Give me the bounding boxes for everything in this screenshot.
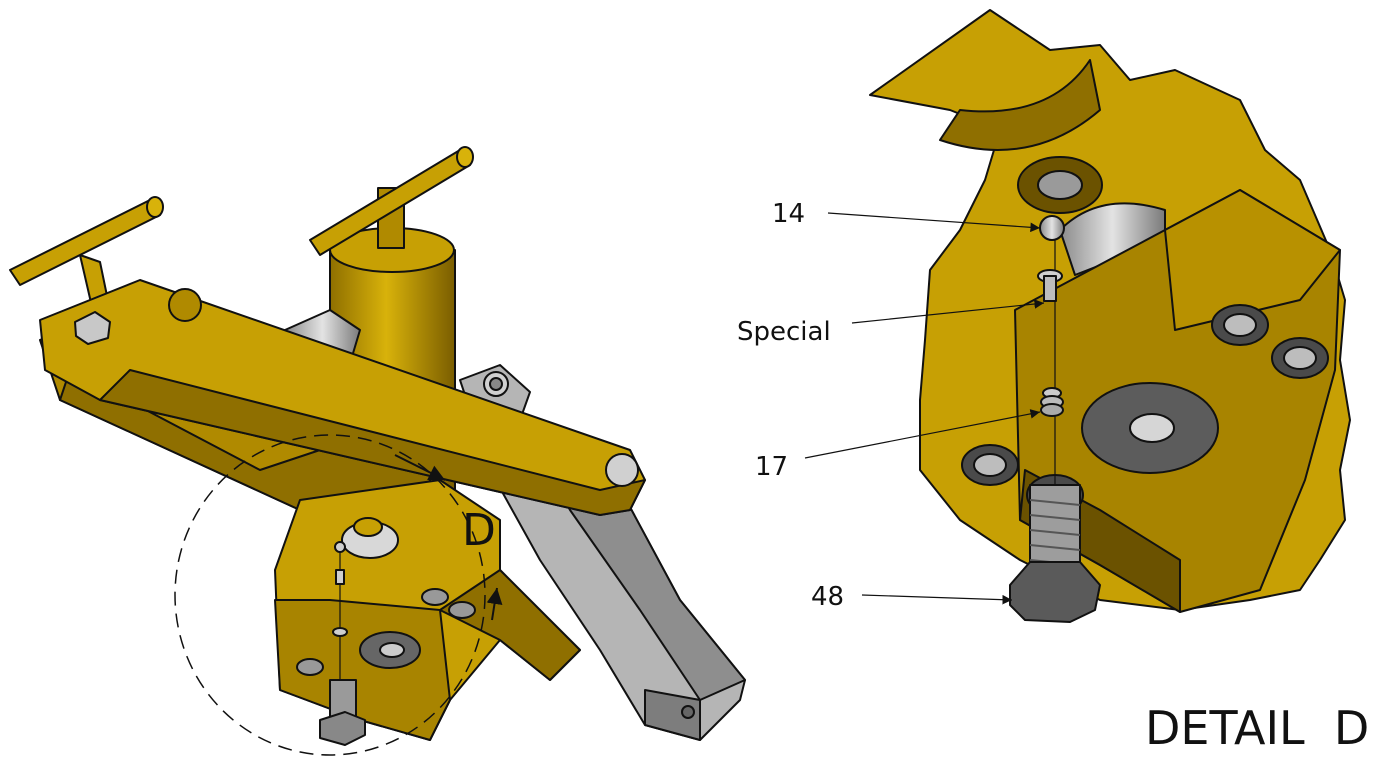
leader-48 [861, 594, 1013, 605]
callout-leaders [804, 212, 1045, 605]
ball-part-14 [1039, 215, 1065, 241]
leader-14 [827, 212, 1041, 233]
clamp-block [274, 479, 581, 741]
linkage-bar [39, 279, 646, 516]
left-exploded-hardware [319, 541, 366, 746]
leader-special [851, 299, 1045, 324]
assembly-isometric-view [9, 146, 746, 756]
section-arrow-bottom [486, 587, 503, 621]
detail-d-circle [174, 434, 486, 756]
leader-17 [804, 409, 1041, 459]
bolt-part-48 [1009, 484, 1101, 623]
detail-letter-label: D [462, 505, 496, 556]
detail-d-view [869, 9, 1351, 623]
callout-17: 17 [755, 452, 788, 482]
special-pin [1037, 269, 1063, 302]
callout-special: Special [737, 317, 831, 347]
steel-insert [1059, 202, 1166, 276]
section-arrow-top [394, 454, 446, 481]
detail-top-curve [939, 59, 1101, 151]
detail-title: DETAIL D [1145, 701, 1369, 755]
callout-14: 14 [772, 199, 805, 229]
spring-part-17 [1040, 387, 1064, 417]
callout-48: 48 [811, 582, 844, 612]
